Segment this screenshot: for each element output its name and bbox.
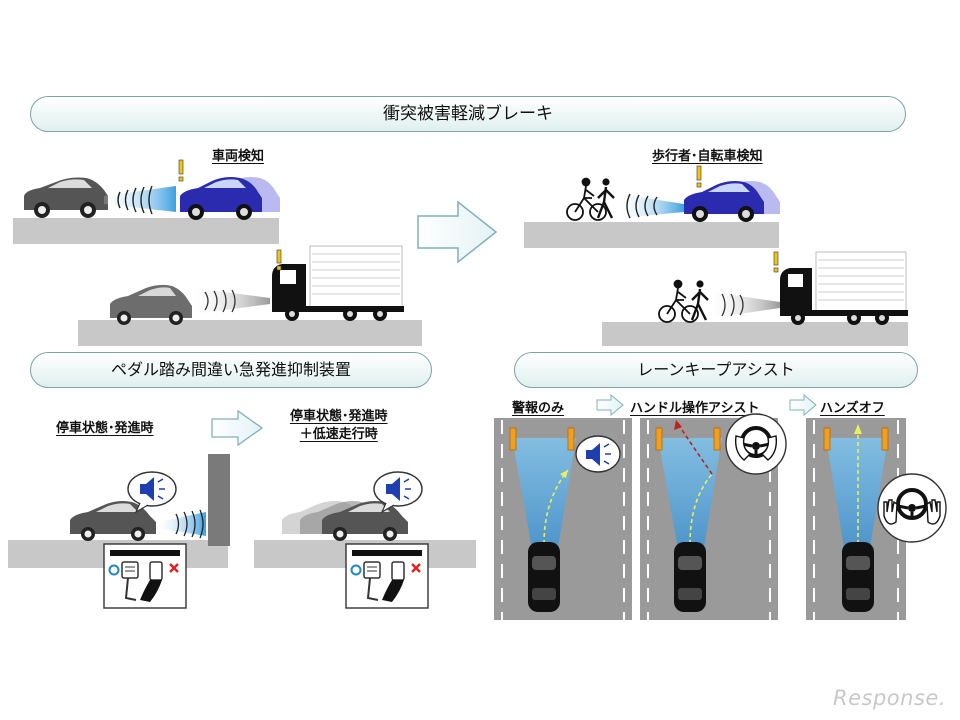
step-arrow bbox=[789, 393, 817, 417]
accelerator-pedal-icon bbox=[140, 561, 163, 602]
warning-icon bbox=[696, 165, 702, 188]
radar-waves bbox=[204, 289, 236, 313]
speaker-icon bbox=[586, 443, 611, 466]
pedal-state2-line1: 停車状態･発進時 bbox=[290, 409, 388, 424]
wall bbox=[208, 454, 230, 546]
truck-icon bbox=[780, 251, 908, 325]
warning-icon bbox=[276, 249, 282, 271]
radar-waves bbox=[626, 193, 658, 219]
car-icon bbox=[842, 542, 874, 612]
car-icon bbox=[110, 284, 192, 325]
state-transition-arrow bbox=[211, 409, 264, 447]
lka-step2-label: ハンドル操作アシスト bbox=[630, 401, 760, 416]
ok-mark-icon bbox=[108, 564, 120, 576]
ok-mark-icon bbox=[350, 564, 362, 576]
bicycle-icon bbox=[566, 177, 607, 221]
lka-title: レーンキープアシスト bbox=[637, 360, 795, 379]
speaker-bubble bbox=[127, 471, 177, 514]
pedal-state2-label: 停車状態･発進時 ＋低速走行時 bbox=[290, 408, 388, 444]
car-icon bbox=[24, 177, 108, 218]
pedal-detail-box bbox=[345, 543, 429, 609]
ground-slab bbox=[13, 218, 279, 244]
pedal-scene bbox=[8, 409, 476, 609]
pedestrian-icon bbox=[690, 280, 709, 321]
steering-bubble bbox=[725, 413, 787, 475]
ng-mark-icon bbox=[411, 563, 421, 573]
accelerator-pedal-icon bbox=[382, 561, 405, 602]
bicycle-icon bbox=[658, 279, 699, 323]
speaker-icon bbox=[386, 477, 411, 501]
pedal-state1-label: 停車状態･発進時 bbox=[56, 421, 154, 436]
hand-icon bbox=[883, 499, 941, 525]
aeb-pedestrian-scene bbox=[524, 165, 908, 346]
warning-icon bbox=[178, 159, 184, 182]
pedal-state2-line2: ＋低速走行時 bbox=[299, 427, 378, 442]
pedal-title-pill: ペダル踏み間違い急発進抑制装置 bbox=[30, 352, 432, 388]
ng-mark-icon bbox=[169, 563, 179, 573]
truck-icon bbox=[272, 245, 404, 321]
speaker-bubble bbox=[575, 435, 621, 473]
aeb-title: 衝突被害軽減ブレーキ bbox=[383, 104, 553, 124]
lka-step1-label: 警報のみ bbox=[512, 401, 565, 416]
lka-scene bbox=[494, 393, 947, 620]
hand-icon bbox=[734, 435, 778, 461]
warning-icon bbox=[773, 251, 779, 273]
radar-waves bbox=[117, 185, 153, 215]
brake-pedal-icon bbox=[121, 561, 139, 601]
sensor-beam bbox=[158, 512, 206, 536]
car-icon bbox=[684, 181, 780, 222]
step-arrow bbox=[596, 393, 624, 417]
aeb-title-pill: 衝突被害軽減ブレーキ bbox=[30, 96, 906, 132]
hands-off-bubble bbox=[877, 473, 947, 543]
sensor-beam bbox=[194, 288, 270, 314]
steering-wheel-icon bbox=[896, 488, 928, 520]
lane-panel-hands-off bbox=[806, 418, 947, 620]
brake-pedal-icon bbox=[363, 561, 381, 601]
sensor-beam bbox=[620, 194, 684, 218]
ground-slab bbox=[524, 222, 779, 248]
pedestrian-icon bbox=[596, 178, 615, 219]
lka-step3-label: ハンズオフ bbox=[820, 401, 885, 416]
lane-panel-warning bbox=[494, 418, 632, 620]
car-icon bbox=[70, 501, 156, 541]
pedal-detail-box bbox=[103, 543, 187, 609]
pedal-title: ペダル踏み間違い急発進抑制装置 bbox=[110, 360, 351, 379]
radar-waves bbox=[175, 509, 204, 539]
car-icon bbox=[282, 501, 408, 541]
speaker-icon bbox=[140, 477, 165, 501]
sensor-beam bbox=[712, 292, 780, 318]
speaker-bubble bbox=[373, 471, 423, 514]
lka-title-pill: レーンキープアシスト bbox=[514, 352, 918, 388]
ground-slab bbox=[78, 320, 422, 346]
lane-panel-steering-assist bbox=[640, 413, 787, 620]
ground-slab bbox=[602, 322, 908, 346]
watermark: Response. bbox=[833, 686, 946, 710]
car-icon bbox=[674, 542, 706, 612]
car-icon bbox=[528, 542, 560, 612]
radar-waves bbox=[721, 293, 744, 317]
pedestrian-bicycle-detection-label: 歩行者･自転車検知 bbox=[652, 149, 763, 164]
sensor-beam bbox=[104, 186, 176, 212]
aeb-vehicle-scene bbox=[13, 159, 422, 346]
transition-arrow bbox=[417, 200, 498, 264]
car-icon bbox=[180, 177, 280, 220]
vehicle-detection-label: 車両検知 bbox=[212, 149, 265, 164]
